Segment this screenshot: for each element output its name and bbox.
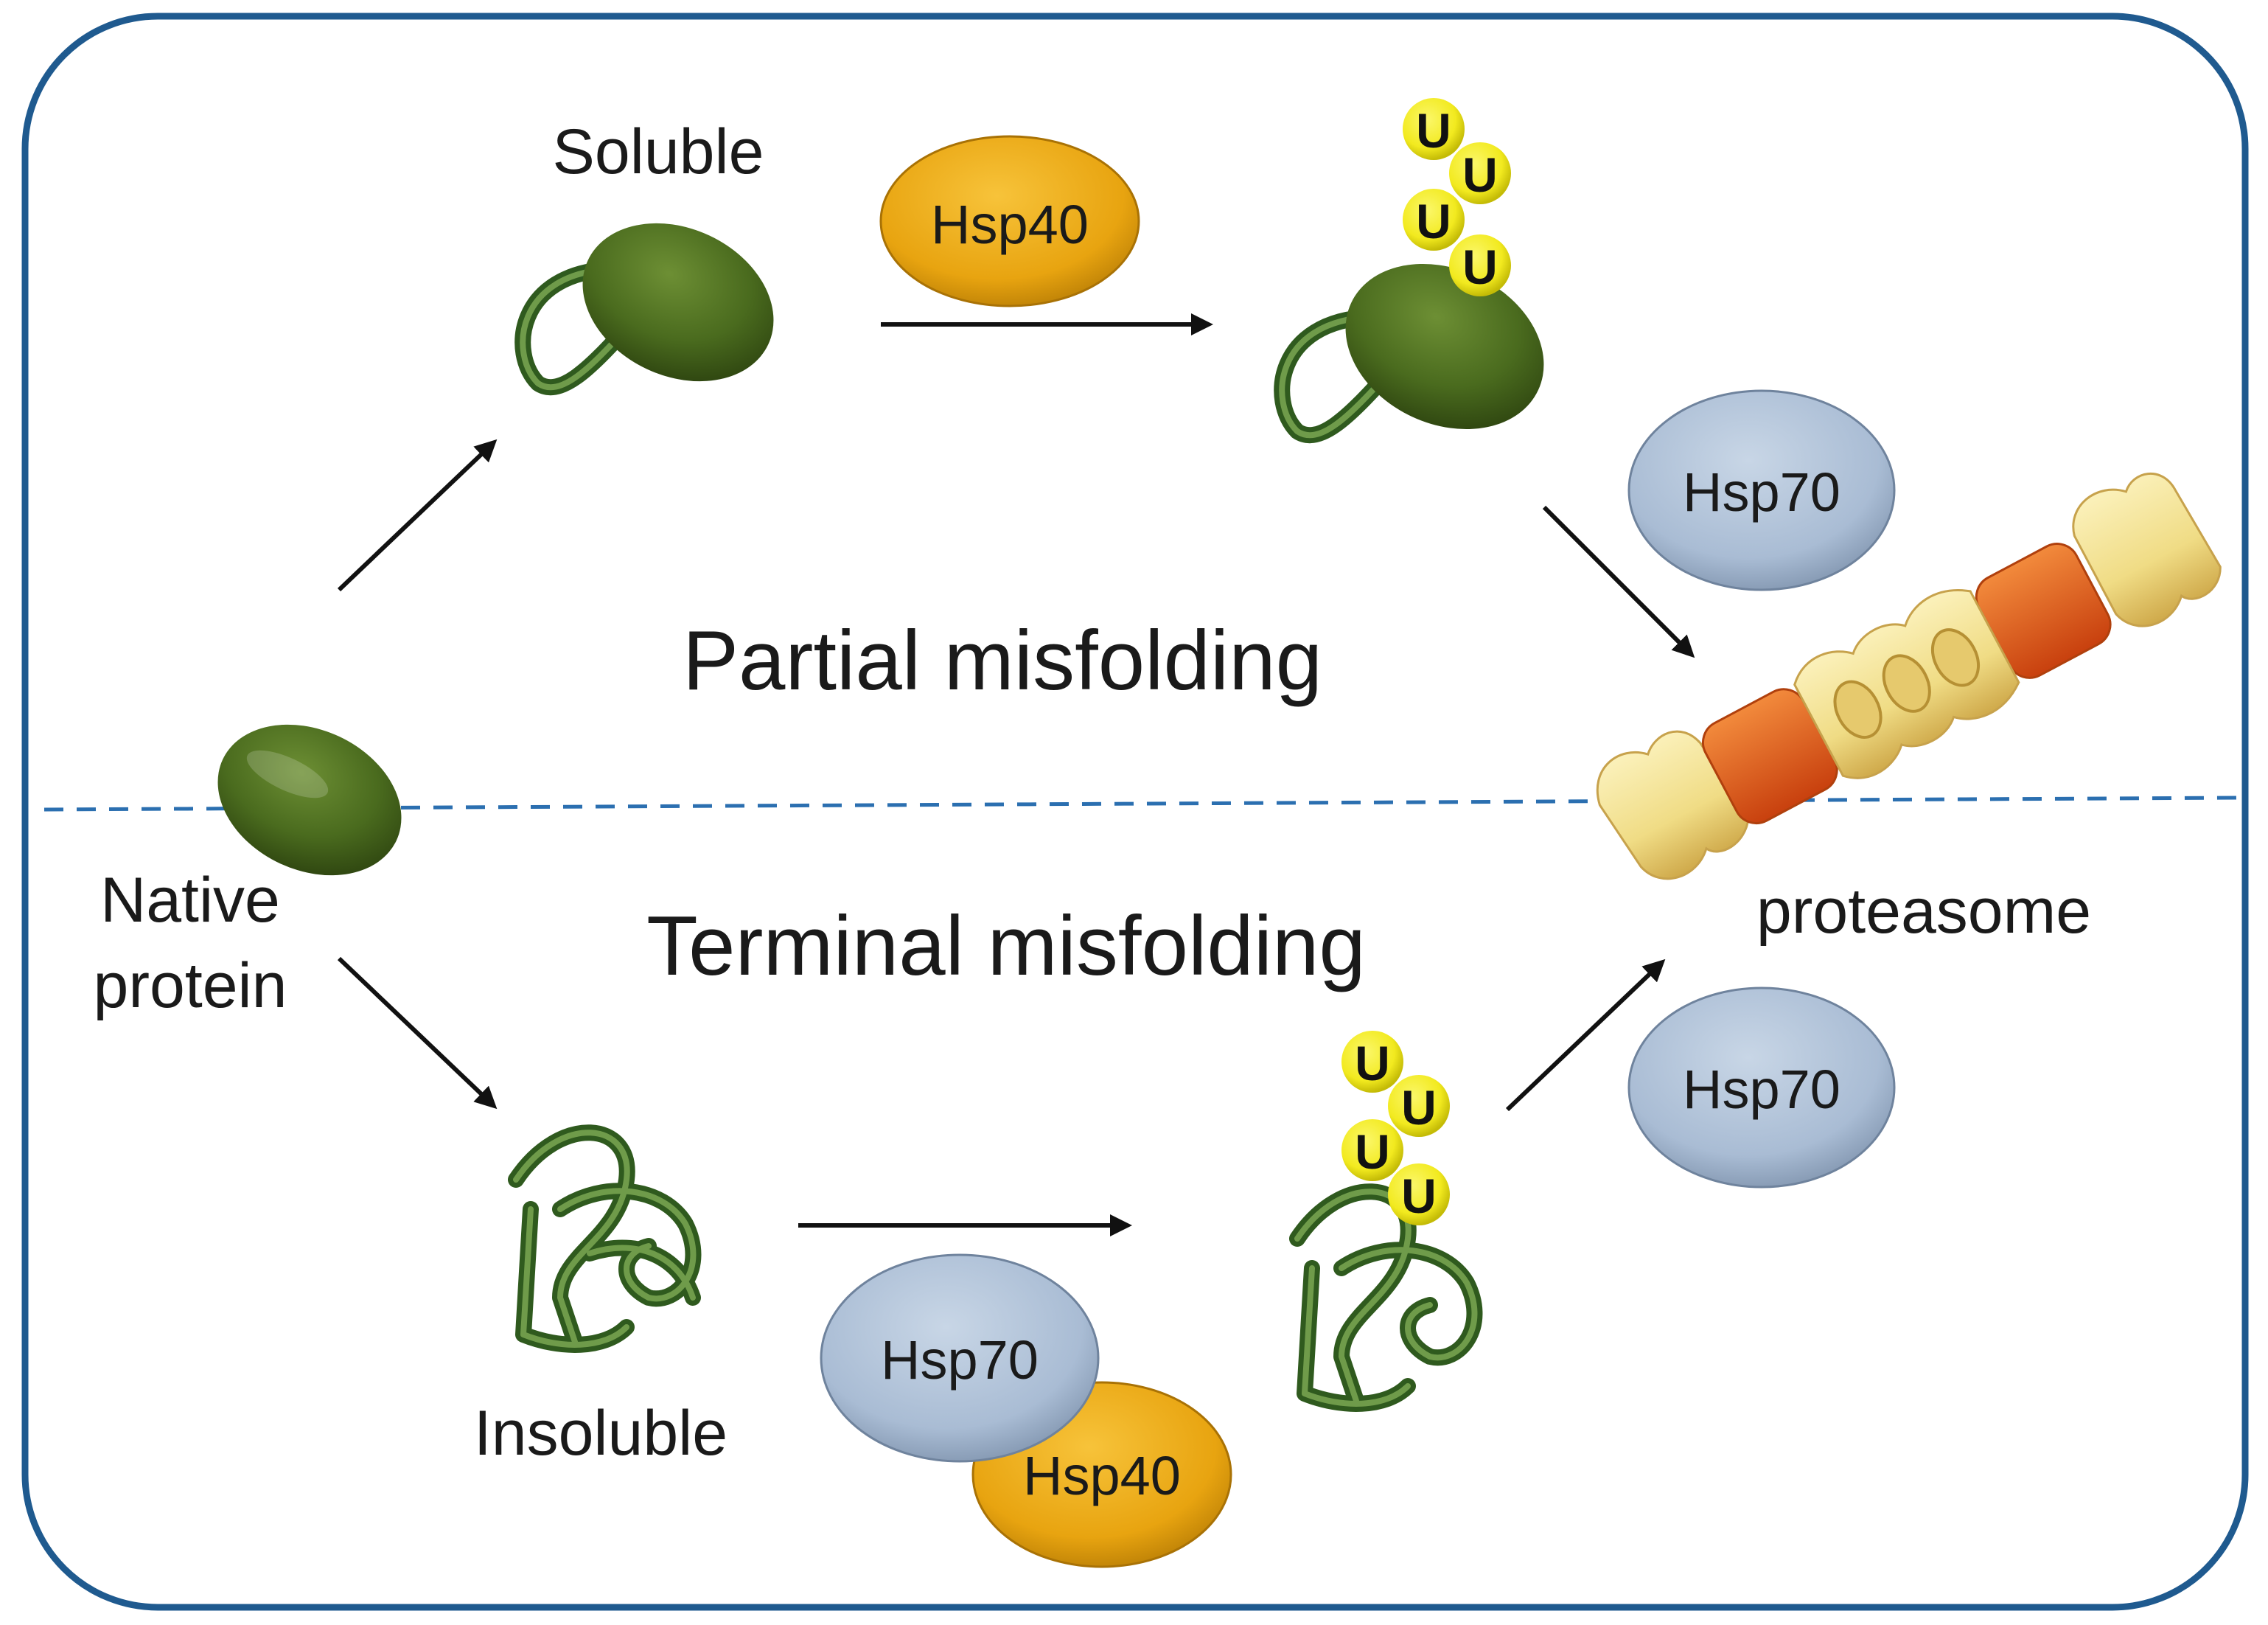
terminal-misfolding-label: Terminal misfolding	[646, 900, 1366, 993]
svg-text:U: U	[1416, 194, 1451, 248]
ubiquitinated-insoluble-protein	[1289, 1183, 1483, 1412]
proteasome-label: proteasome	[1756, 876, 2091, 947]
insoluble-protein	[508, 1124, 702, 1353]
insoluble-label: Insoluble	[474, 1398, 727, 1469]
arrow-native-to-soluble	[337, 439, 498, 592]
svg-text:U: U	[1462, 147, 1498, 202]
svg-text:Hsp70: Hsp70	[881, 1329, 1039, 1391]
arrow-to-proteasome-bottom	[1505, 958, 1666, 1112]
hsp70-bottom: Hsp70	[1627, 987, 1896, 1189]
svg-text:U: U	[1355, 1036, 1390, 1090]
svg-text:U: U	[1462, 240, 1498, 294]
proteasome	[1596, 472, 2222, 880]
hsp70-top: Hsp70	[1627, 389, 1896, 591]
svg-text:Hsp70: Hsp70	[1683, 462, 1840, 523]
ubiquitinated-soluble-protein	[1274, 263, 1544, 444]
native-protein	[217, 724, 402, 876]
svg-text:Hsp40: Hsp40	[931, 194, 1089, 255]
native-label-line1: Native	[100, 865, 280, 936]
svg-text:Hsp70: Hsp70	[1683, 1059, 1840, 1120]
svg-text:U: U	[1401, 1080, 1437, 1135]
ubiquitin-chain-bottom: U U U U	[1341, 1031, 1450, 1225]
partial-misfolding-label: Partial misfolding	[683, 614, 1322, 708]
native-label-line2: protein	[94, 950, 287, 1021]
arrow-native-to-insoluble	[337, 956, 498, 1110]
hsp40-top: Hsp40	[879, 135, 1140, 307]
svg-text:Hsp40: Hsp40	[1023, 1445, 1181, 1506]
svg-text:U: U	[1401, 1169, 1437, 1223]
divider-line	[43, 796, 2241, 812]
hsp70-bottom-left: Hsp70	[820, 1253, 1100, 1463]
ubiquitin-chain-top: U U U U	[1403, 98, 1511, 296]
svg-text:U: U	[1416, 103, 1451, 158]
soluble-label: Soluble	[553, 116, 764, 187]
arrow-to-proteasome-top	[1542, 505, 1695, 658]
svg-text:U: U	[1355, 1124, 1390, 1179]
soluble-protein	[514, 223, 774, 396]
